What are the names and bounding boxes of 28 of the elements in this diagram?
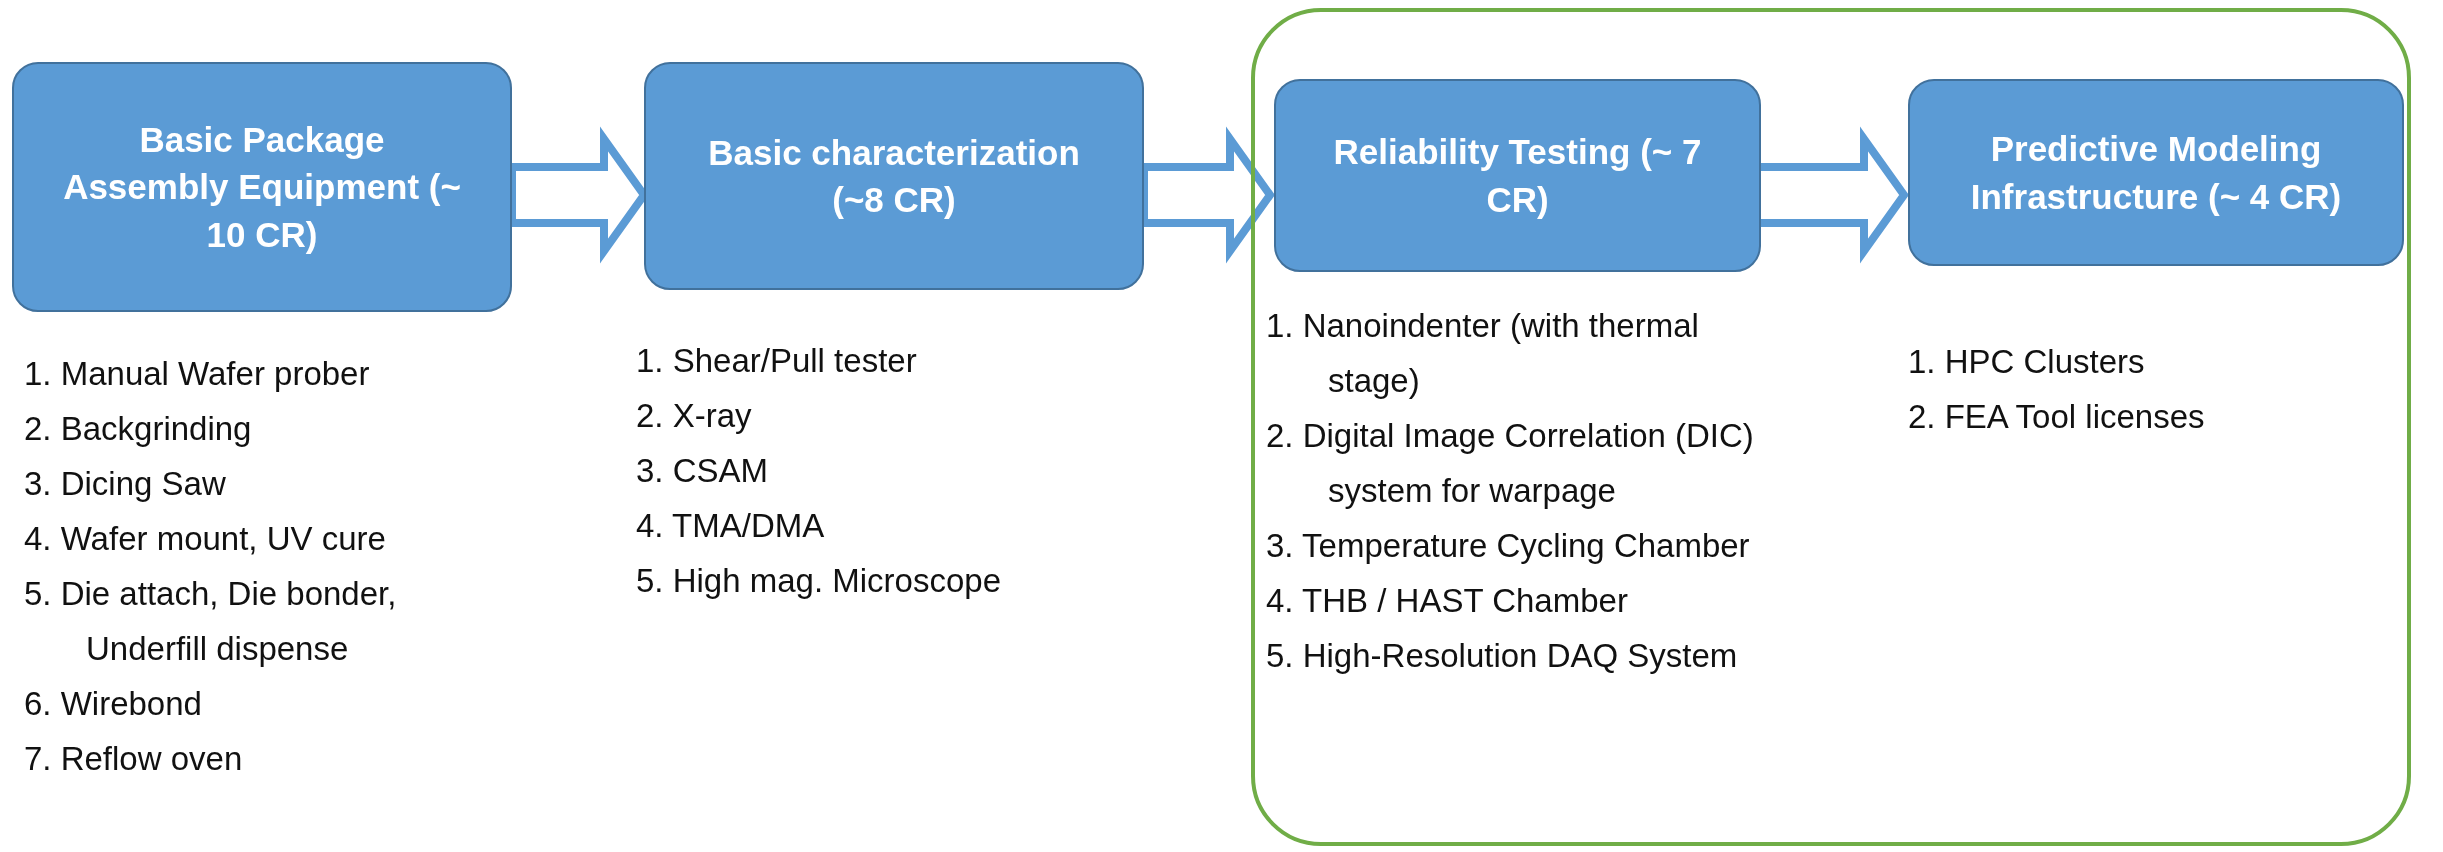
list-item: 3. CSAM [636, 451, 770, 491]
list-item: 2. Backgrinding [24, 409, 253, 449]
process-box [644, 62, 1144, 290]
list-item: 1. Nanoindenter (with thermal stage) [1266, 306, 1700, 401]
group-outline [1251, 8, 2411, 846]
process-box [12, 62, 512, 312]
process-box [1908, 79, 2404, 266]
list-item: 5. High-Resolution DAQ System [1266, 636, 1739, 676]
list-item: 1. Manual Wafer prober [24, 354, 371, 394]
list-item: 2. FEA Tool licenses [1908, 397, 2206, 437]
list-item: 1. Shear/Pull tester [636, 341, 918, 381]
box-title: Basic characterization (~8 CR) [707, 131, 1081, 221]
list-item: 4. THB / HAST Chamber [1266, 581, 1629, 621]
box-title: Predictive Modeling Infrastructure (~ 4 CR) [1969, 128, 2343, 218]
box-title: Basic Package Assembly Equipment (~ 10 CR) [62, 119, 462, 256]
list-item: 2. Digital Image Correlation (DIC) system for warpage [1266, 416, 1755, 511]
list-item: 7. Reflow oven [24, 739, 244, 779]
list-item: 4. TMA/DMA [636, 506, 826, 546]
list-item: 5. Die attach, Die bonder, Underfill dispense [24, 574, 398, 669]
process-box [1274, 79, 1761, 272]
list-item: 6. Wirebond [24, 684, 203, 724]
list-item: 3. Dicing Saw [24, 464, 227, 504]
box-title: Reliability Testing (~ 7 CR) [1332, 131, 1703, 221]
list-item: 1. HPC Clusters [1908, 342, 2146, 382]
list-item: 4. Wafer mount, UV cure [24, 519, 387, 559]
list-item: 3. Temperature Cycling Chamber [1266, 526, 1751, 566]
list-item: 2. X-ray [636, 396, 753, 436]
list-item: 5. High mag. Microscope [636, 561, 1002, 601]
